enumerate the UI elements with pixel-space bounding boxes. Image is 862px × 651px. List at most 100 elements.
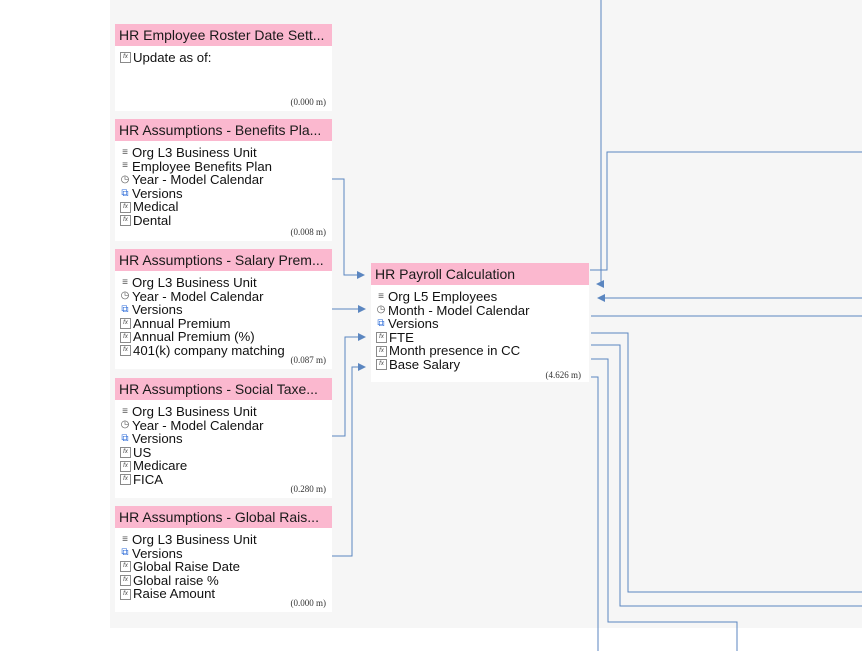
module-hr-assumptions-salary[interactable]: HR Assumptions - Salary Prem... ≡Org L3 … <box>115 249 332 369</box>
line-item[interactable]: ⧉Versions <box>120 303 332 317</box>
line-item-label: Update as of: <box>133 50 212 65</box>
module-title[interactable]: HR Assumptions - Benefits Pla... <box>115 119 332 141</box>
connector-payroll-presence-out <box>591 344 862 607</box>
module-line-items: ≡ Org L3 Business Unit ◷Year - Model Cale… <box>115 400 332 498</box>
line-item[interactable]: ◷Year - Model Calendar <box>120 288 332 304</box>
versions-icon: ⧉ <box>121 187 129 199</box>
module-title[interactable]: HR Assumptions - Global Rais... <box>115 506 332 528</box>
line-item[interactable]: ≡ Employee Benefits Plan <box>120 158 332 174</box>
module-hr-payroll-calculation[interactable]: HR Payroll Calculation ≡ Org L5 Employees… <box>371 263 589 382</box>
module-hr-assumptions-benefits[interactable]: HR Assumptions - Benefits Pla... ≡ Org L3… <box>115 119 332 241</box>
line-item[interactable]: ≡ Org L3 Business Unit <box>120 146 332 160</box>
formula-icon: fx <box>120 474 131 486</box>
line-item-label: Annual Premium <box>133 315 231 331</box>
line-item-label: Global raise % <box>133 572 219 588</box>
line-item-label: FTE <box>389 329 414 345</box>
connector-top-to-payroll <box>596 0 604 288</box>
versions-icon: ⧉ <box>121 303 129 315</box>
line-item[interactable]: ◷Year - Model Calendar <box>120 417 332 433</box>
line-item-label: Year - Model Calendar <box>132 417 264 433</box>
connector-payroll-salary-out <box>591 358 738 651</box>
line-item[interactable]: ≡ Org L3 Business Unit <box>120 533 332 547</box>
line-item[interactable]: ⧉Versions <box>120 187 332 201</box>
formula-icon: fx <box>120 345 131 357</box>
formula-icon: fx <box>120 575 131 587</box>
list-icon: ≡ <box>122 146 128 158</box>
line-item-label: Year - Model Calendar <box>132 288 264 304</box>
line-item-label: FICA <box>133 471 164 487</box>
line-item[interactable]: ≡Org L3 Business Unit <box>120 276 332 290</box>
line-item[interactable]: fx Update as of: <box>120 51 332 65</box>
list-icon: ≡ <box>122 405 128 417</box>
formula-icon: fx <box>376 332 387 344</box>
versions-icon: ⧉ <box>121 547 129 559</box>
list-icon: ≡ <box>122 160 128 172</box>
line-item[interactable]: ⧉Versions <box>376 317 589 331</box>
module-title[interactable]: HR Employee Roster Date Sett... <box>115 24 332 46</box>
line-item-label: Global Raise Date <box>133 559 241 575</box>
module-line-items: ≡Org L3 Business Unit ◷Year - Model Cale… <box>115 271 332 369</box>
module-line-items: ≡ Org L5 Employees ◷Month - Model Calenda… <box>371 285 589 382</box>
module-title[interactable]: HR Payroll Calculation <box>371 263 589 285</box>
formula-icon: fx <box>376 359 387 371</box>
line-item[interactable]: ⧉Versions <box>120 545 332 561</box>
line-item-label: Versions <box>132 431 183 447</box>
line-item-label: Medical <box>133 199 179 215</box>
line-item-label: Dental <box>133 212 172 228</box>
connector-payroll-fte-out <box>591 332 862 593</box>
module-hr-assumptions-social-taxes[interactable]: HR Assumptions - Social Taxe... ≡ Org L3 … <box>115 378 332 498</box>
line-item-label: Annual Premium (%) <box>133 329 255 345</box>
list-icon: ≡ <box>378 290 384 302</box>
line-item-label: Org L5 Employees <box>388 289 498 304</box>
line-item-label: US <box>133 444 152 460</box>
module-hr-assumptions-global-raise[interactable]: HR Assumptions - Global Rais... ≡ Org L3 … <box>115 506 332 612</box>
line-item-label: Versions <box>388 316 439 332</box>
line-item[interactable]: ◷Year - Model Calendar <box>120 173 332 187</box>
connector-benefits-to-payroll <box>332 178 365 279</box>
line-item-label: Base Salary <box>389 356 461 372</box>
line-item-label: Employee Benefits Plan <box>132 158 273 174</box>
module-hr-employee-roster[interactable]: HR Employee Roster Date Sett... fx Updat… <box>115 24 332 111</box>
clock-icon: ◷ <box>120 290 130 302</box>
line-item-label: Org L3 Business Unit <box>132 145 257 160</box>
module-title[interactable]: HR Assumptions - Salary Prem... <box>115 249 332 271</box>
line-item-label: Org L3 Business Unit <box>132 404 257 419</box>
line-item[interactable]: ◷Month - Model Calendar <box>376 303 589 318</box>
line-item-label: Medicare <box>133 458 188 474</box>
formula-icon: fx <box>120 460 131 472</box>
line-item[interactable]: ≡ Org L3 Business Unit <box>120 405 332 419</box>
module-size: (0.008 m) <box>290 227 327 237</box>
line-item[interactable]: ⧉Versions <box>120 432 332 446</box>
line-item-label: Org L3 Business Unit <box>132 532 257 547</box>
versions-icon: ⧉ <box>377 317 385 329</box>
line-item[interactable]: ≡ Org L5 Employees <box>376 290 589 304</box>
formula-icon: fx <box>376 345 387 357</box>
connector-raise-to-payroll <box>332 363 366 557</box>
module-title[interactable]: HR Assumptions - Social Taxe... <box>115 378 332 400</box>
line-item-label: Versions <box>132 545 183 561</box>
clock-icon: ◷ <box>120 173 130 185</box>
connector-right-top-loop <box>590 151 862 271</box>
line-item-label: 401(k) company matching <box>133 342 285 358</box>
list-icon: ≡ <box>122 533 128 545</box>
formula-icon: fx <box>120 561 131 573</box>
formula-icon: fx <box>120 52 131 64</box>
clock-icon: ◷ <box>376 304 386 316</box>
line-item-label: Month presence in CC <box>389 343 521 359</box>
module-line-items: ≡ Org L3 Business Unit ≡ Employee Benefits… <box>115 141 332 241</box>
